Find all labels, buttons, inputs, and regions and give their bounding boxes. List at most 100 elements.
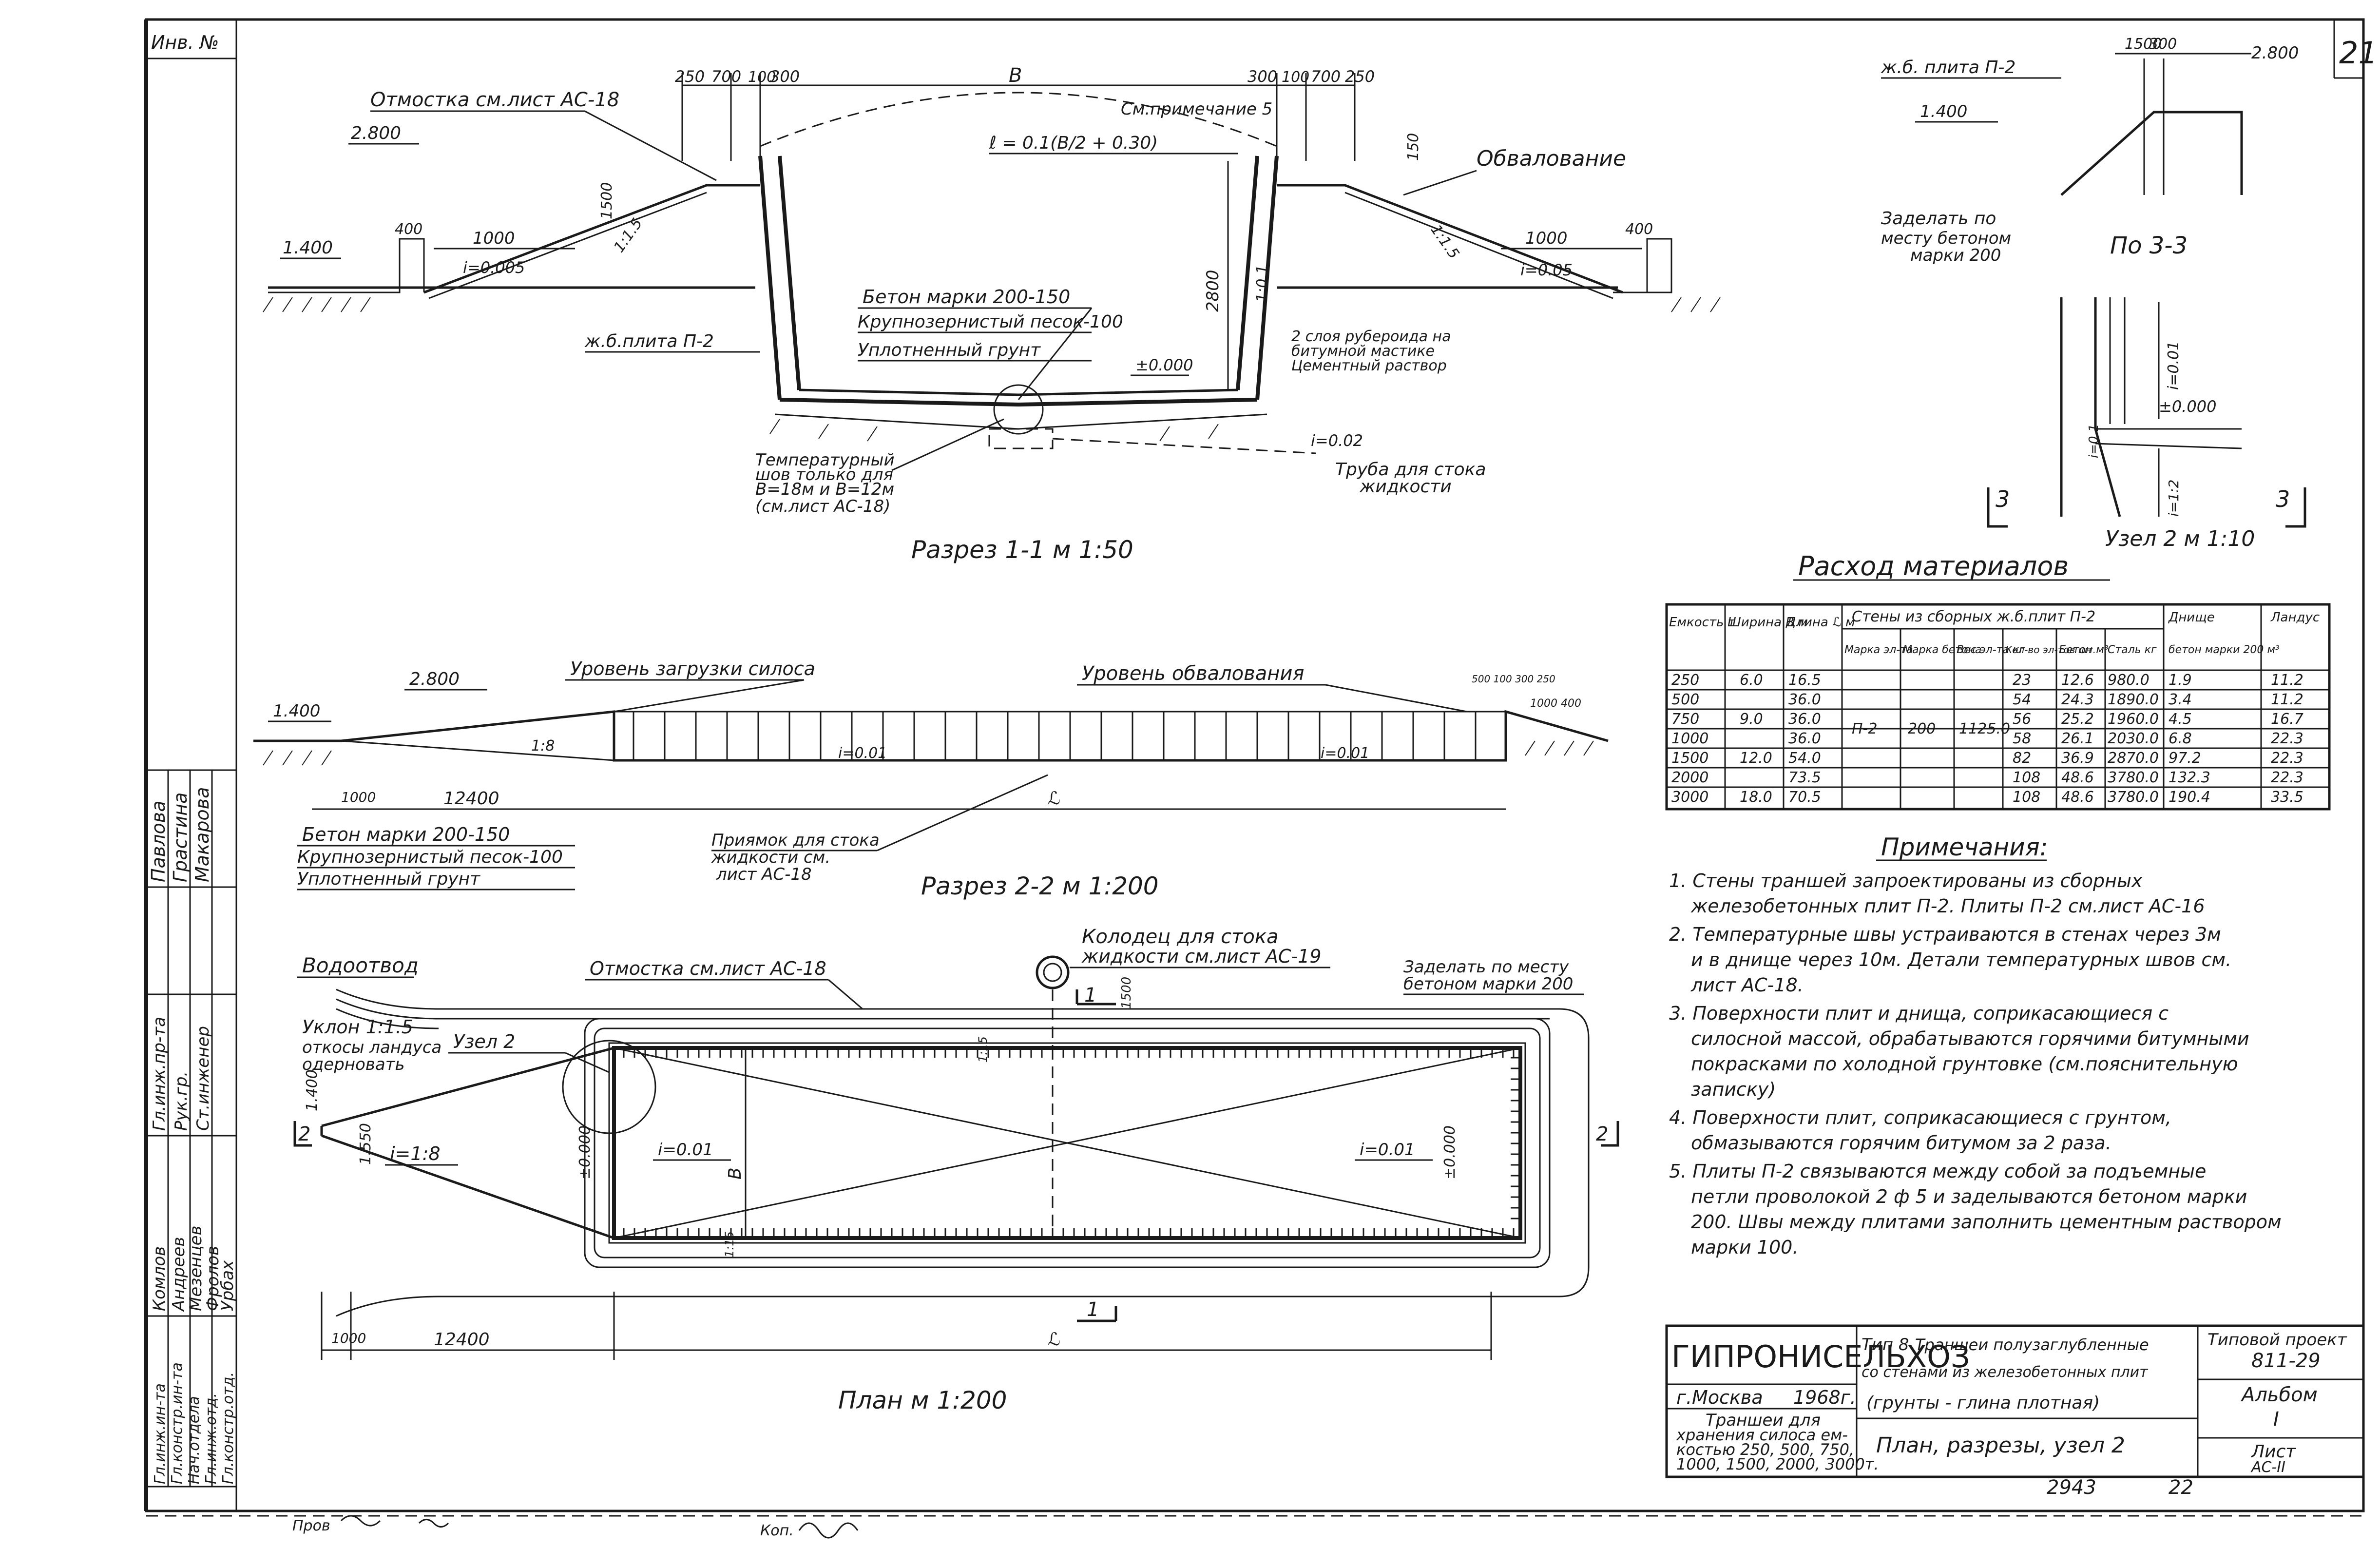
s22-beton: Бетон марки 200-150 (302, 824, 510, 845)
tb-org: ГИПРОНИСЕЛЬХОЗ (1671, 1339, 1970, 1374)
plan-kolodets-1: Колодец для стока (1082, 926, 1279, 948)
materials-cell: 48.6 (2061, 789, 2094, 806)
materials-cell: 6.0 (1740, 672, 1763, 689)
s22-dim-L: ℒ (1048, 789, 1060, 809)
plan-uklon-3: одерновать (302, 1055, 405, 1074)
materials-cell: 36.9 (2061, 750, 2094, 767)
plan-dim-1550: 1.550 (357, 1123, 374, 1165)
uzel-2-title: Узел 2 м 1:10 (2105, 526, 2255, 551)
s11-dim-1500: 1500 (598, 182, 615, 219)
s22-elev-1400: 1.400 (273, 701, 320, 721)
materials-cell: 1000 (1671, 730, 1708, 747)
section-2-2-title: Разрез 2-2 м 1:200 (921, 872, 1159, 900)
tb-city: г.Москва (1676, 1387, 1763, 1408)
materials-cell: 58 (2013, 730, 2031, 747)
tb-list-number: АС-II (2250, 1459, 2285, 1476)
materials-cell: 36.0 (1788, 730, 1821, 747)
s11-dim-100r: 100 (1282, 69, 1309, 86)
s11-dim-1000: 1000 (473, 229, 515, 248)
u2-mark-left: 3 (1996, 486, 2010, 512)
s11-elev-1400: 1.400 (283, 238, 333, 258)
s11-dim-1000r: 1000 (1525, 229, 1568, 248)
tb-object-3: (грунты - глина плотная) (1866, 1393, 2100, 1413)
tb-bottom-page: 22 (2169, 1476, 2193, 1499)
sig-dept-4: Гл.инж.отд. (203, 1393, 220, 1484)
materials-cell: 200 (1908, 720, 1936, 737)
s11-temp-shov-4: (см.лист АС-18) (755, 497, 890, 516)
materials-cell: 500 (1671, 691, 1699, 708)
tb-sheet-name: План, разрезы, узел 2 (1876, 1433, 2125, 1458)
materials-cell: 6.8 (2169, 730, 2192, 747)
materials-cell: 3.4 (2169, 691, 2192, 708)
s11-temp-shov-2: шов только для (755, 465, 893, 484)
mat-h-beton: Бетон м³ (2059, 644, 2109, 656)
section-1-1-title: Разрез 1-1 м 1:50 (911, 536, 1133, 564)
plan-mark-2-left: 2 (298, 1123, 310, 1145)
section-1-1: 250 700 100 300 В 300 100 700 250 Отмост… (263, 64, 1721, 564)
plan-ticks (623, 1048, 1520, 1238)
materials-cell: 54.0 (1788, 750, 1821, 767)
mat-h-marka-bet: Марка бетона (1903, 644, 1981, 656)
notes-lines: 1. Стены траншей запроектированы из сбор… (1669, 870, 2282, 1258)
tb-purpose-1: Траншеи для (1706, 1411, 1821, 1430)
plan-dim-L: ℒ (1048, 1330, 1060, 1350)
tb-album-label: Альбом (2240, 1384, 2318, 1406)
note-line: 4. Поверхности плит, соприкасающиеся с г… (1669, 1107, 2171, 1128)
plan-kolodets-2: жидкости см.лист АС-19 (1081, 946, 1322, 967)
s11-dim-700: 700 (711, 67, 741, 86)
u2-zero: ±0.000 (2159, 397, 2216, 416)
s22-pesok: Крупнозернистый песок-100 (297, 847, 563, 867)
title-block: ГИПРОНИСЕЛЬХОЗ г.Москва 1968г. Траншеи д… (1665, 1324, 2365, 1499)
materials-cell: 56 (2013, 711, 2031, 728)
materials-cell: 132.3 (2169, 769, 2210, 786)
plan-i-18: i=1:8 (390, 1143, 441, 1164)
materials-cell: 25.2 (2061, 711, 2094, 728)
d33-zadelat-2: месту бетоном (1881, 229, 2011, 248)
sheet-number: 21 (2339, 35, 2378, 71)
materials-cell: 23 (2013, 672, 2031, 689)
sig-top-name-2: Грастина (170, 793, 191, 882)
s11-pesok: Крупнозернистый песок-100 (858, 312, 1123, 332)
note-line: петли проволокой 2 ф 5 и заделываются бе… (1691, 1186, 2247, 1207)
d33-dim-300: 300 (2149, 36, 2177, 53)
plan-dim-12400: 12400 (434, 1330, 490, 1350)
sig-name-5: Урбах (218, 1260, 237, 1311)
materials-cell: 1890.0 (2108, 691, 2159, 708)
note-line: обмазываются горячим битумом за 2 раза. (1691, 1132, 2111, 1154)
s22-dim-1000: 1000 (341, 789, 376, 805)
materials-cell: 11.2 (2271, 691, 2303, 708)
sig-name-2: Андреев (169, 1237, 189, 1312)
s22-dims-right: 500 100 300 250 (1472, 673, 1555, 685)
materials-cell: 250 (1671, 672, 1699, 689)
s11-dim-300: 300 (770, 67, 800, 86)
materials-cell: 48.6 (2061, 769, 2094, 786)
mat-h-kolvo: Кол-во эл-тов шт. (2005, 644, 2096, 656)
s11-ruberoid-3: Цементный раствор (1291, 357, 1447, 374)
s11-temp-shov-1: Температурный (755, 450, 895, 470)
s11-sm-primechanie: См.примечание 5 (1121, 99, 1272, 119)
s22-grunt: Уплотненный грунт (297, 869, 480, 889)
materials-cell: 3780.0 (2108, 789, 2159, 806)
s11-dim-400r: 400 (1625, 221, 1653, 238)
plan-zadelat-1: Заделать по месту (1403, 957, 1569, 977)
sig-dept-2: Гл.констр.ин-та (169, 1362, 186, 1484)
sig-name-1: Комлов (150, 1246, 169, 1311)
sig-dept-1: Гл.инж.ин-та (152, 1383, 169, 1484)
plan-uklon-2: откосы ландуса (302, 1038, 441, 1057)
materials-cell: 18.0 (1740, 789, 1772, 806)
mat-h-beton-marki: бетон марки 200 м³ (2169, 644, 2280, 656)
materials-cell: 108 (2013, 789, 2040, 806)
u2-i-01: i=0.1 (2087, 424, 2101, 458)
materials-cell: 980.0 (2108, 672, 2150, 689)
materials-cell: 1125.0 (1959, 720, 2010, 737)
tb-album-number: I (2273, 1408, 2279, 1431)
s22-uroven-obvalovania: Уровень обвалования (1082, 662, 1304, 685)
tb-tip: Тип 8 (1862, 1335, 1909, 1355)
s22-dim-12400: 12400 (443, 789, 499, 809)
mat-h-emkost: Емкость т (1669, 615, 1736, 630)
note-line: силосной массой, обрабатываются горячими… (1691, 1028, 2249, 1049)
sig-top-name-3: Макарова (192, 787, 213, 882)
plan-zero-right: ±0.000 (1441, 1125, 1459, 1180)
plan-dim-1500: 1500 (1119, 977, 1134, 1009)
plan-zero-left: ±0.000 (576, 1125, 594, 1180)
